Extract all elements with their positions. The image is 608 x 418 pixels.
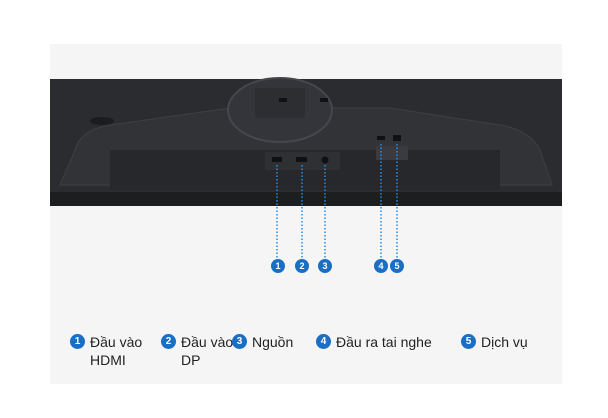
- service-port: [393, 135, 401, 141]
- headphone-port: [377, 136, 385, 140]
- legend-label: Nguồn: [252, 334, 294, 350]
- legend-label: Đầu vào: [181, 334, 234, 350]
- vesa-plate: [255, 88, 305, 118]
- legend-label: Dịch vụ: [481, 334, 528, 350]
- callout-lines: [276, 144, 398, 259]
- monitor-bezel: [50, 192, 562, 206]
- legend-badge: 4: [316, 334, 331, 349]
- legend-badge: 1: [70, 334, 85, 349]
- legend-label: Đầu ra tai nghe: [336, 334, 432, 350]
- legend-label-line2: HDMI: [90, 352, 126, 368]
- legend-label-line2: DP: [181, 352, 201, 368]
- callout-badge-3: 3: [318, 259, 332, 273]
- legend-badge: 2: [161, 334, 176, 349]
- power-port: [321, 156, 329, 164]
- callout-badge-2: 2: [295, 259, 309, 273]
- legend-label: Đầu vào: [90, 334, 143, 350]
- hdmi-port: [272, 157, 282, 162]
- legend-item-headphone: 4 Đầu ra tai nghe: [316, 333, 432, 351]
- legend-badge: 3: [232, 334, 247, 349]
- callout-badge-1: 1: [271, 259, 285, 273]
- side-port-panel: [376, 146, 408, 160]
- legend-item-service: 5 Dịch vụ: [461, 333, 528, 351]
- joystick: [90, 117, 114, 125]
- callout-badge-4: 4: [374, 259, 388, 273]
- legend-item-power: 3 Nguồn: [232, 333, 293, 351]
- dp-port: [296, 157, 307, 162]
- legend-badge: 5: [461, 334, 476, 349]
- callout-badge-5: 5: [390, 259, 404, 273]
